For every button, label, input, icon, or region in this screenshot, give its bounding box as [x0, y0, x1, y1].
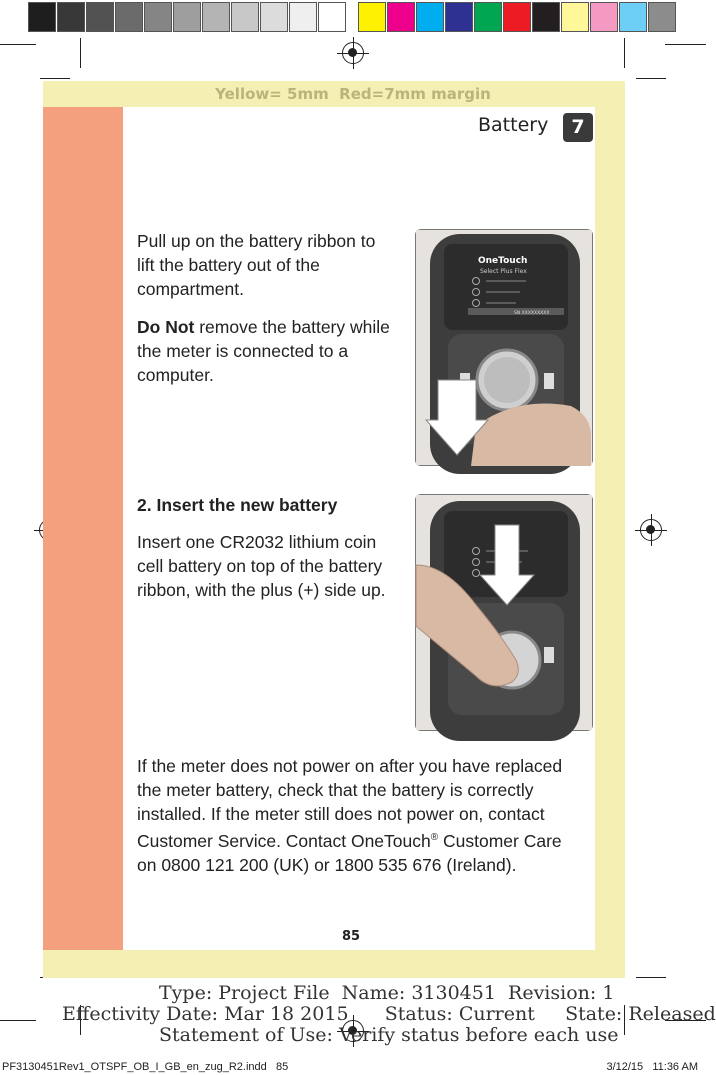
note-text-before: If the meter does not power on after you…: [137, 756, 563, 851]
crop-mark: [636, 977, 666, 978]
gray-swatch: [202, 2, 230, 32]
footer-filename: PF3130451Rev1_OTSPF_OB_I_GB_en_zug_R2.in…: [2, 1061, 289, 1073]
note-text-after: Customer Care on 0800 121 200 (UK) or 18…: [137, 830, 562, 875]
registered-mark: ®: [430, 832, 439, 843]
registration-mark-icon: [635, 514, 667, 546]
meter-insert-battery-illustration: [415, 495, 592, 741]
crop-mark: [636, 78, 666, 79]
gray-swatch: [318, 2, 346, 32]
registration-mark-icon: [337, 37, 369, 69]
slug-line-2: Effectivity Date: Mar 18 2015 Status: Cu…: [62, 1003, 716, 1025]
insert-battery-photo: [415, 494, 593, 741]
troubleshooting-note: If the meter does not power on after you…: [137, 754, 577, 877]
page-number: 85: [342, 929, 361, 944]
meter-serial-label: SN XXXXXXXXX: [514, 310, 549, 316]
color-swatch: [358, 2, 386, 32]
gray-swatch: [144, 2, 172, 32]
color-swatch: [619, 2, 647, 32]
crop-mark: [0, 44, 36, 45]
warning-text: remove the battery while the meter is co…: [137, 317, 390, 385]
margin-note: Yellow= 5mm Red=7mm margin: [215, 85, 491, 103]
gray-swatch: [57, 2, 85, 32]
remove-battery-photo: OneTouch Select Plus Flex SN XXXXXXXXX: [415, 229, 593, 474]
slug-line-3: Statement of Use: Verify status before e…: [159, 1024, 619, 1046]
section-title: Battery: [478, 114, 549, 136]
step1-warning: Do Not remove the battery while the mete…: [137, 315, 399, 387]
crop-mark: [80, 1005, 81, 1035]
crop-mark: [80, 38, 81, 68]
down-arrow-icon: [478, 524, 536, 606]
chapter-number: 7: [571, 116, 585, 138]
crop-mark: [40, 78, 70, 79]
gray-swatch: [260, 2, 288, 32]
crop-mark: [665, 44, 706, 45]
crop-mark: [624, 1005, 625, 1035]
gray-swatch: [289, 2, 317, 32]
color-swatch: [445, 2, 473, 32]
step1-paragraph: Pull up on the battery ribbon to lift th…: [137, 229, 377, 301]
gray-swatch: [28, 2, 56, 32]
crop-mark: [624, 38, 625, 68]
step1-instruction: Pull up on the battery ribbon to lift th…: [137, 231, 376, 299]
registration-mark-icon: [337, 1015, 369, 1047]
down-arrow-icon: [424, 379, 490, 456]
slug-line-1: Type: Project File Name: 3130451 Revisio…: [159, 982, 615, 1004]
gray-swatch: [173, 2, 201, 32]
color-swatch: [474, 2, 502, 32]
gray-swatch: [231, 2, 259, 32]
color-swatch: [590, 2, 618, 32]
footer-datetime: 3/12/15 11:36 AM: [606, 1061, 698, 1073]
step2-heading: 2. Insert the new battery: [137, 495, 338, 515]
meter-brand-label: OneTouch: [478, 256, 527, 266]
left-margin-column: [53, 107, 110, 950]
color-swatch: [532, 2, 560, 32]
red-margin-guide: [43, 107, 53, 950]
color-swatch: [561, 2, 589, 32]
meter-remove-battery-illustration: OneTouch Select Plus Flex SN XXXXXXXXX: [416, 230, 592, 474]
color-swatch: [416, 2, 444, 32]
color-swatch: [648, 2, 676, 32]
gray-swatch: [115, 2, 143, 32]
crop-mark: [0, 1020, 36, 1021]
meter-model-label: Select Plus Flex: [480, 268, 527, 275]
gray-swatch: [86, 2, 114, 32]
color-swatch: [503, 2, 531, 32]
red-margin-guide: [110, 107, 123, 950]
chapter-number-badge: 7: [563, 113, 593, 142]
crop-mark: [665, 1020, 706, 1021]
warning-label: Do Not: [137, 317, 195, 337]
color-swatch: [387, 2, 415, 32]
step2-paragraph: Insert one CR2032 lithium coin cell batt…: [137, 532, 386, 600]
